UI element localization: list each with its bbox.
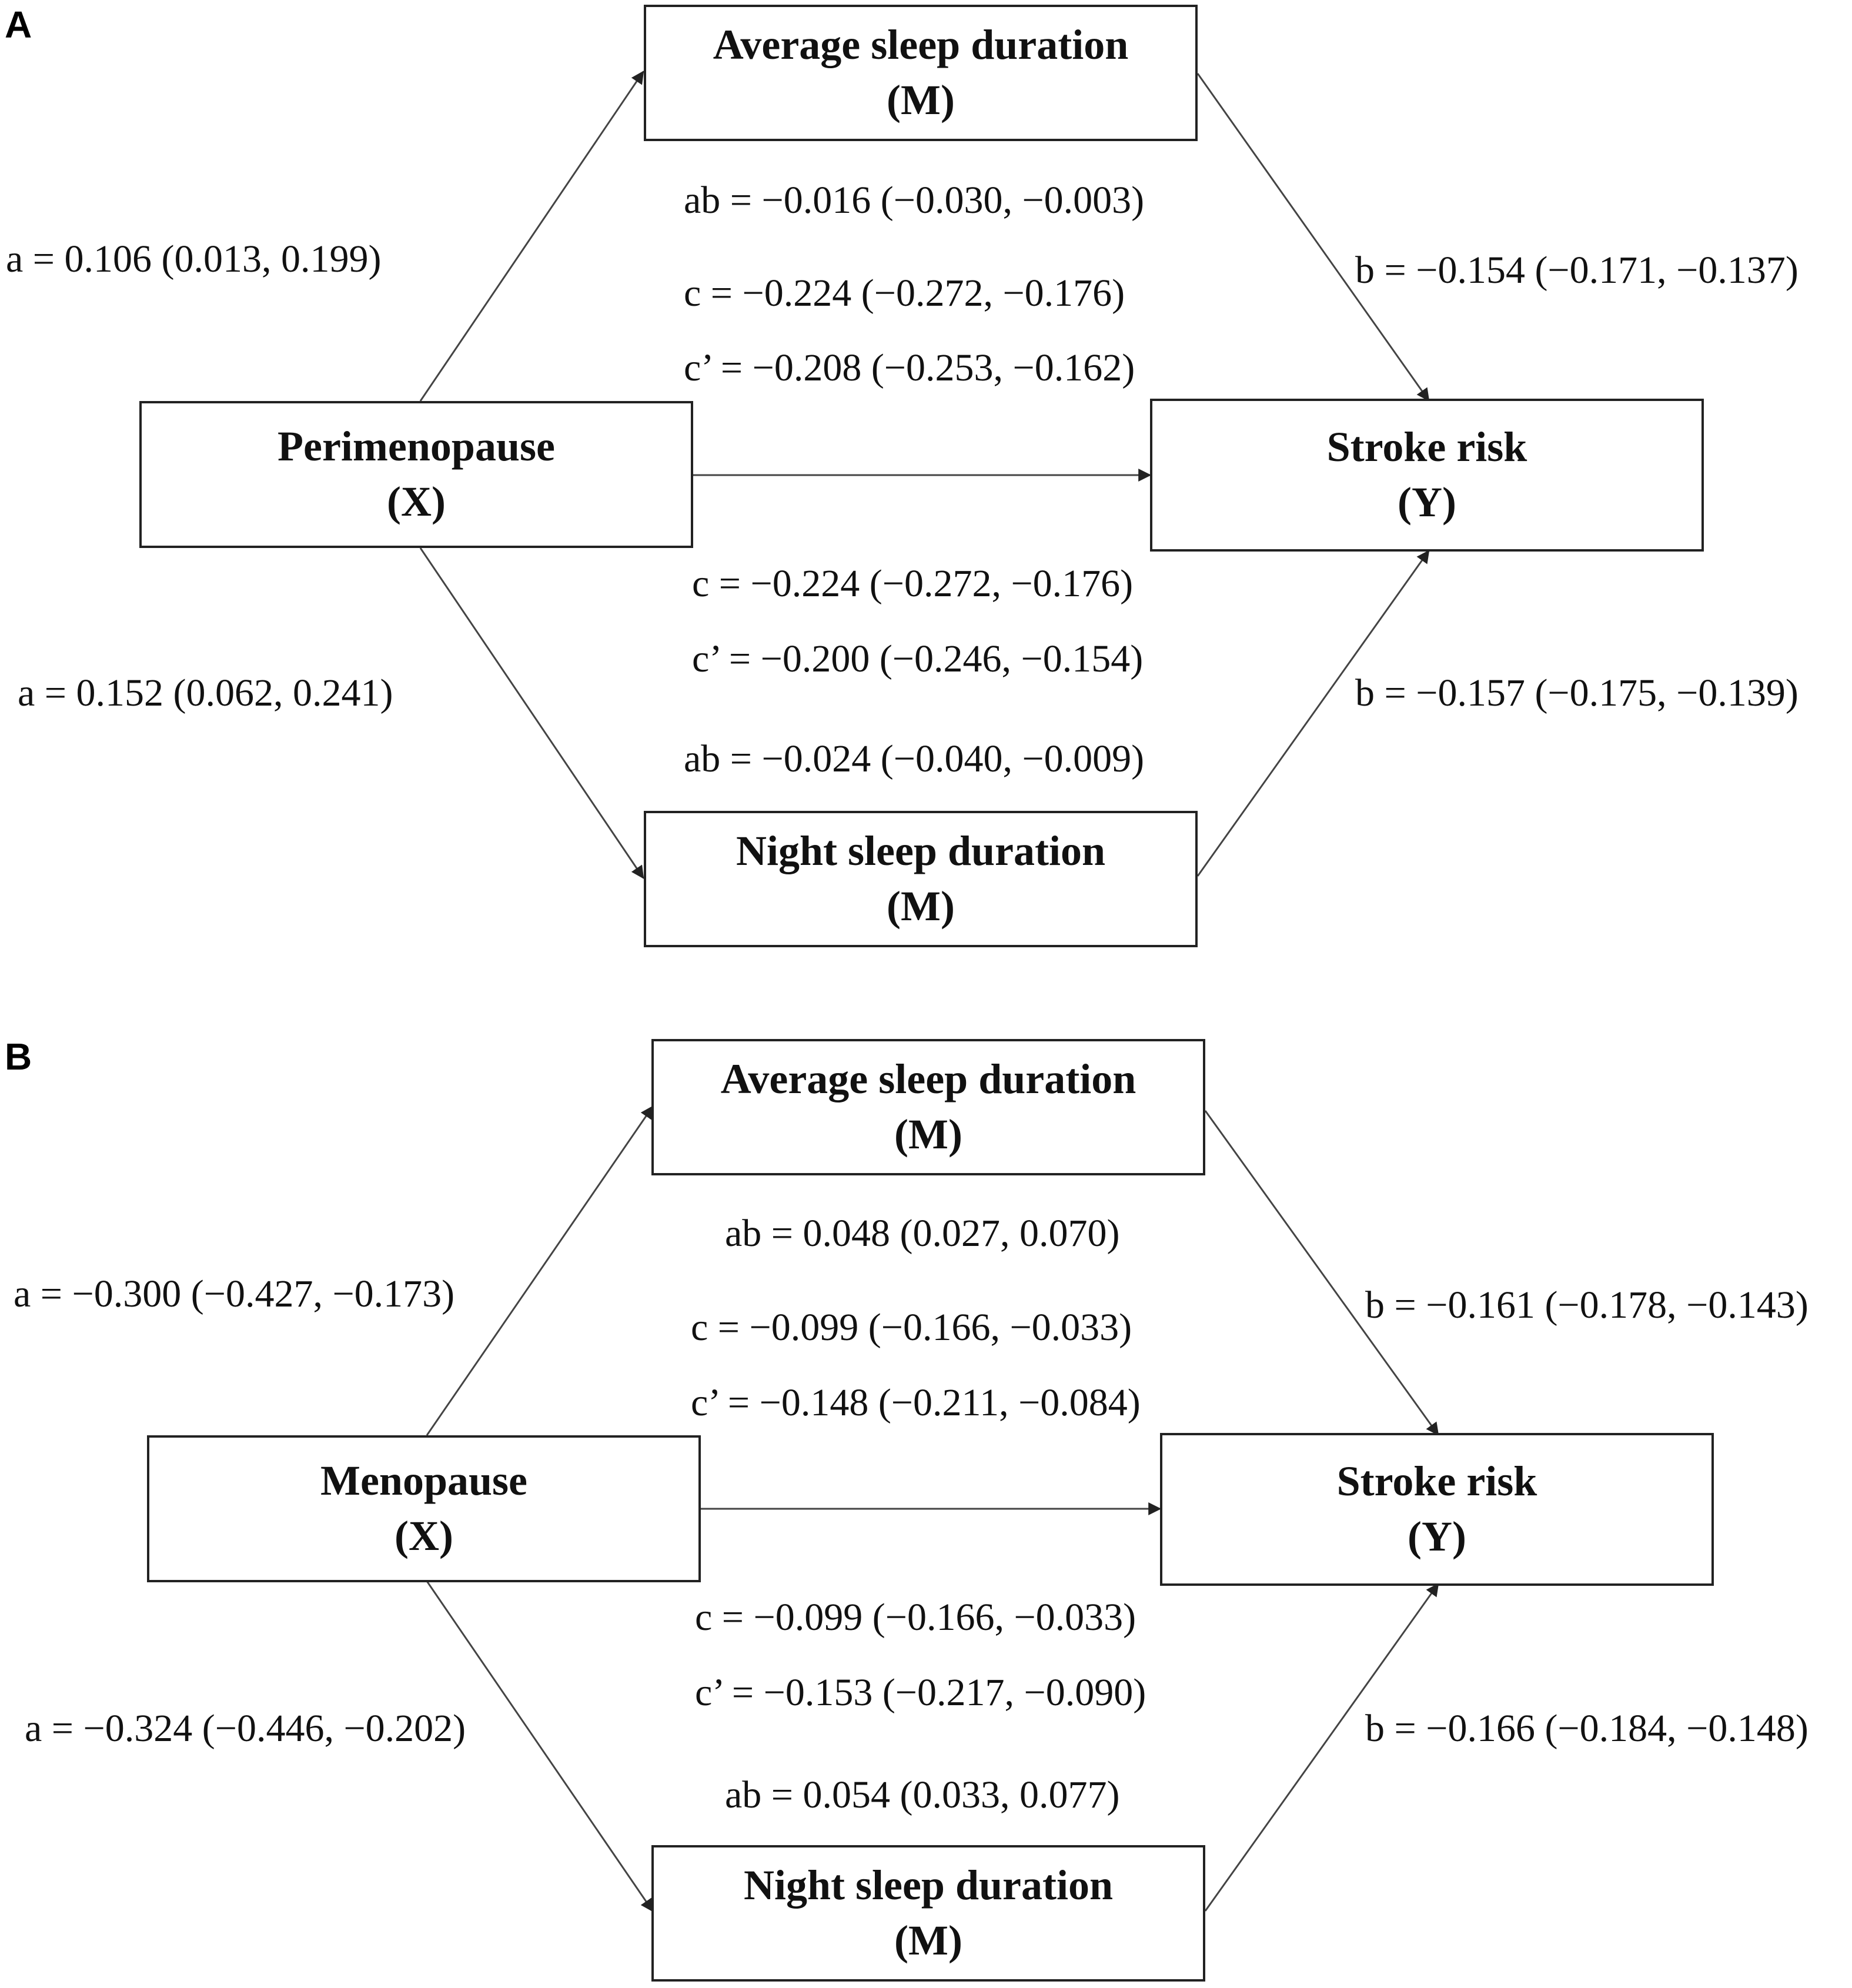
panel-a-bottom-ab-label: ab = −0.024 (−0.040, −0.009)	[684, 737, 1145, 780]
panel-b-top-b-label: b = −0.161 (−0.178, −0.143)	[1365, 1284, 1808, 1327]
panel-a-top-a-label: a = 0.106 (0.013, 0.199)	[6, 238, 382, 280]
arrow-a-x-to-mtop	[419, 71, 644, 402]
panel-a-mediator-top-box: Average sleep duration (M)	[644, 5, 1198, 141]
panel-b-bottom-c-label: c = −0.099 (−0.166, −0.033)	[695, 1596, 1136, 1639]
panel-a-top-cprime-label: c’ = −0.208 (−0.253, −0.162)	[684, 346, 1135, 389]
panel-b-bottom-b-label: b = −0.166 (−0.184, −0.148)	[1365, 1707, 1808, 1750]
arrow-a-mbottom-to-y	[1196, 550, 1430, 877]
node-name: Stroke risk	[1326, 423, 1527, 471]
node-role: (M)	[887, 76, 955, 123]
panel-a-bottom-b-label: b = −0.157 (−0.175, −0.139)	[1355, 671, 1798, 714]
panel-b-top-c-label: c = −0.099 (−0.166, −0.033)	[691, 1306, 1132, 1349]
panel-b-x-box: Menopause (X)	[147, 1435, 701, 1582]
node-name: Night sleep duration	[736, 827, 1106, 875]
arrow-a-mtop-to-y	[1196, 73, 1430, 402]
arrow-b-mbottom-to-y	[1204, 1583, 1439, 1912]
node-role: (M)	[894, 1917, 962, 1964]
panel-b-top-a-label: a = −0.300 (−0.427, −0.173)	[14, 1272, 455, 1315]
panel-b-mediator-top-box: Average sleep duration (M)	[651, 1039, 1205, 1175]
panel-a-bottom-c-label: c = −0.224 (−0.272, −0.176)	[692, 562, 1134, 605]
panel-b-top-cprime-label: c’ = −0.148 (−0.211, −0.084)	[691, 1381, 1141, 1424]
panel-b-letter: B	[5, 1035, 32, 1078]
panel-a-x-box: Perimenopause (X)	[139, 401, 693, 548]
node-role: (M)	[887, 883, 955, 930]
node-name: Stroke risk	[1336, 1458, 1537, 1505]
panel-a-bottom-cprime-label: c’ = −0.200 (−0.246, −0.154)	[692, 637, 1144, 680]
node-role: (M)	[894, 1111, 962, 1158]
panel-a-y-box: Stroke risk (Y)	[1150, 399, 1704, 552]
panel-a-letter: A	[5, 4, 32, 46]
panel-b-bottom-cprime-label: c’ = −0.153 (−0.217, −0.090)	[695, 1671, 1146, 1714]
panel-a-bottom-a-label: a = 0.152 (0.062, 0.241)	[18, 671, 393, 714]
panel-b-top-ab-label: ab = 0.048 (0.027, 0.070)	[725, 1212, 1120, 1255]
panel-b-mediator-bottom-box: Night sleep duration (M)	[651, 1845, 1205, 1982]
panel-a-top-ab-label: ab = −0.016 (−0.030, −0.003)	[684, 179, 1145, 222]
node-role: (X)	[387, 478, 446, 525]
node-name: Night sleep duration	[743, 1862, 1114, 1909]
node-name: Average sleep duration	[713, 21, 1129, 69]
arrow-b-x-to-mtop	[426, 1105, 654, 1436]
panel-a-top-b-label: b = −0.154 (−0.171, −0.137)	[1355, 249, 1798, 292]
panel-b-bottom-a-label: a = −0.324 (−0.446, −0.202)	[25, 1707, 466, 1750]
arrow-b-mtop-to-y	[1204, 1110, 1439, 1436]
panel-a-mediator-bottom-box: Night sleep duration (M)	[644, 811, 1198, 947]
arrow-a-x-to-mbottom	[419, 547, 644, 879]
arrow-b-x-to-mbottom	[426, 1581, 654, 1912]
panel-b-y-box: Stroke risk (Y)	[1160, 1433, 1714, 1586]
panel-b-bottom-ab-label: ab = 0.054 (0.033, 0.077)	[725, 1773, 1120, 1816]
node-name: Menopause	[320, 1457, 528, 1505]
panel-a-top-c-label: c = −0.224 (−0.272, −0.176)	[684, 272, 1125, 315]
node-role: (X)	[395, 1512, 453, 1559]
node-role: (Y)	[1408, 1513, 1466, 1560]
node-role: (Y)	[1398, 479, 1456, 526]
node-name: Average sleep duration	[720, 1055, 1136, 1103]
node-name: Perimenopause	[278, 423, 555, 470]
